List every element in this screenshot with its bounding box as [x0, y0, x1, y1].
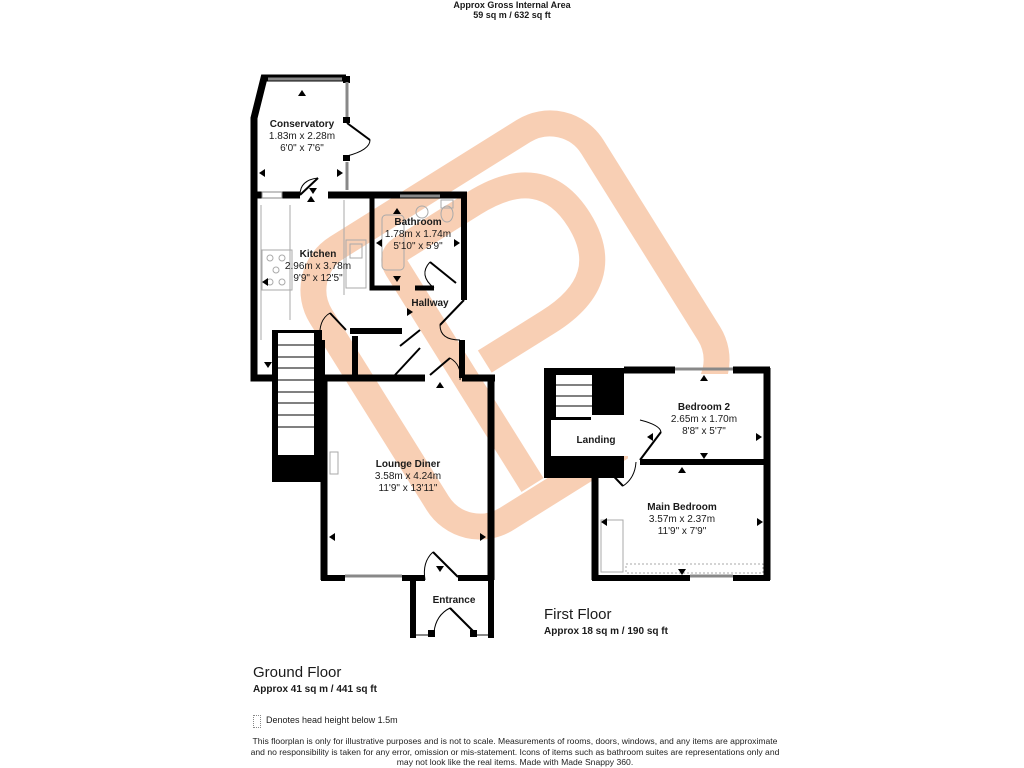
room-dimension-metric: 1.83m x 2.28m — [268, 131, 336, 142]
ground-floor-plan — [250, 74, 495, 638]
room-main-bedroom: Main Bedroom 3.57m x 2.37m 11'9" x 7'9" — [647, 502, 716, 538]
room-bathroom: Bathroom 1.78m x 1.74m 5'10" x 5'9" — [385, 217, 451, 253]
room-kitchen: Kitchen 2.96m x 3.78m 9'9" x 12'5" — [285, 249, 351, 285]
room-dimension-metric: 1.78m x 1.74m — [384, 229, 452, 240]
room-name: Kitchen — [299, 249, 337, 260]
room-name: Bathroom — [394, 217, 442, 228]
room-name: Main Bedroom — [647, 502, 717, 513]
legend-text: Denotes head height below 1.5m — [266, 715, 398, 725]
first-floor-title: First Floor — [544, 606, 612, 623]
room-dimension-metric: 3.57m x 2.37m — [648, 514, 716, 525]
disclaimer-line-3: may not look like the real items. Made w… — [396, 757, 634, 767]
room-name: Entrance — [432, 595, 476, 606]
room-dimension-imperial: 9'9" x 12'5" — [293, 273, 343, 284]
room-dimension-imperial: 11'9" x 13'11" — [378, 483, 438, 494]
kitchen-fixtures — [260, 200, 367, 340]
disclaimer-line-2: and no responsibility is taken for any e… — [250, 746, 780, 757]
room-name: Hallway — [411, 298, 449, 309]
room-name: Lounge Diner — [375, 459, 441, 470]
room-entrance: Entrance — [433, 595, 476, 607]
room-dimension-metric: 2.96m x 3.78m — [284, 261, 352, 272]
first-floor-area: Approx 18 sq m / 190 sq ft — [544, 626, 668, 637]
p-logo-watermark-icon — [300, 110, 730, 540]
gross-area-value: 59 sq m / 632 sq ft — [473, 10, 551, 20]
disclaimer-line-1: This floorplan is only for illustrative … — [252, 736, 778, 746]
ground-floor-title: Ground Floor — [253, 664, 342, 681]
room-hallway: Hallway — [411, 298, 448, 310]
disclaimer: This floorplan is only for illustrative … — [230, 736, 800, 768]
room-dimension-imperial: 6'0" x 7'6" — [280, 143, 324, 154]
conservatory-walls — [250, 74, 371, 200]
ground-floor-area: Approx 41 sq m / 441 sq ft — [253, 684, 377, 695]
first-floor-plan — [544, 366, 771, 581]
room-lounge-diner: Lounge Diner 3.58m x 4.24m 11'9" x 13'11… — [375, 459, 441, 495]
gross-area-title: Approx Gross Internal Area — [453, 0, 571, 10]
measurement-arrow-markers — [259, 90, 763, 575]
room-dimension-metric: 3.58m x 4.24m — [374, 471, 442, 482]
room-landing: Landing — [577, 435, 616, 447]
head-height-box-icon — [253, 715, 261, 728]
room-dimension-metric: 2.65m x 1.70m — [670, 414, 738, 425]
room-dimension-imperial: 11'9" x 7'9" — [657, 526, 707, 537]
room-name: Bedroom 2 — [677, 402, 731, 413]
room-name: Landing — [576, 435, 616, 446]
room-dimension-imperial: 5'10" x 5'9" — [393, 241, 443, 252]
room-name: Conservatory — [269, 119, 335, 130]
room-conservatory: Conservatory 1.83m x 2.28m 6'0" x 7'6" — [269, 119, 335, 155]
room-dimension-imperial: 8'8" x 5'7" — [682, 426, 726, 437]
room-bedroom-2: Bedroom 2 2.65m x 1.70m 8'8" x 5'7" — [671, 402, 737, 438]
